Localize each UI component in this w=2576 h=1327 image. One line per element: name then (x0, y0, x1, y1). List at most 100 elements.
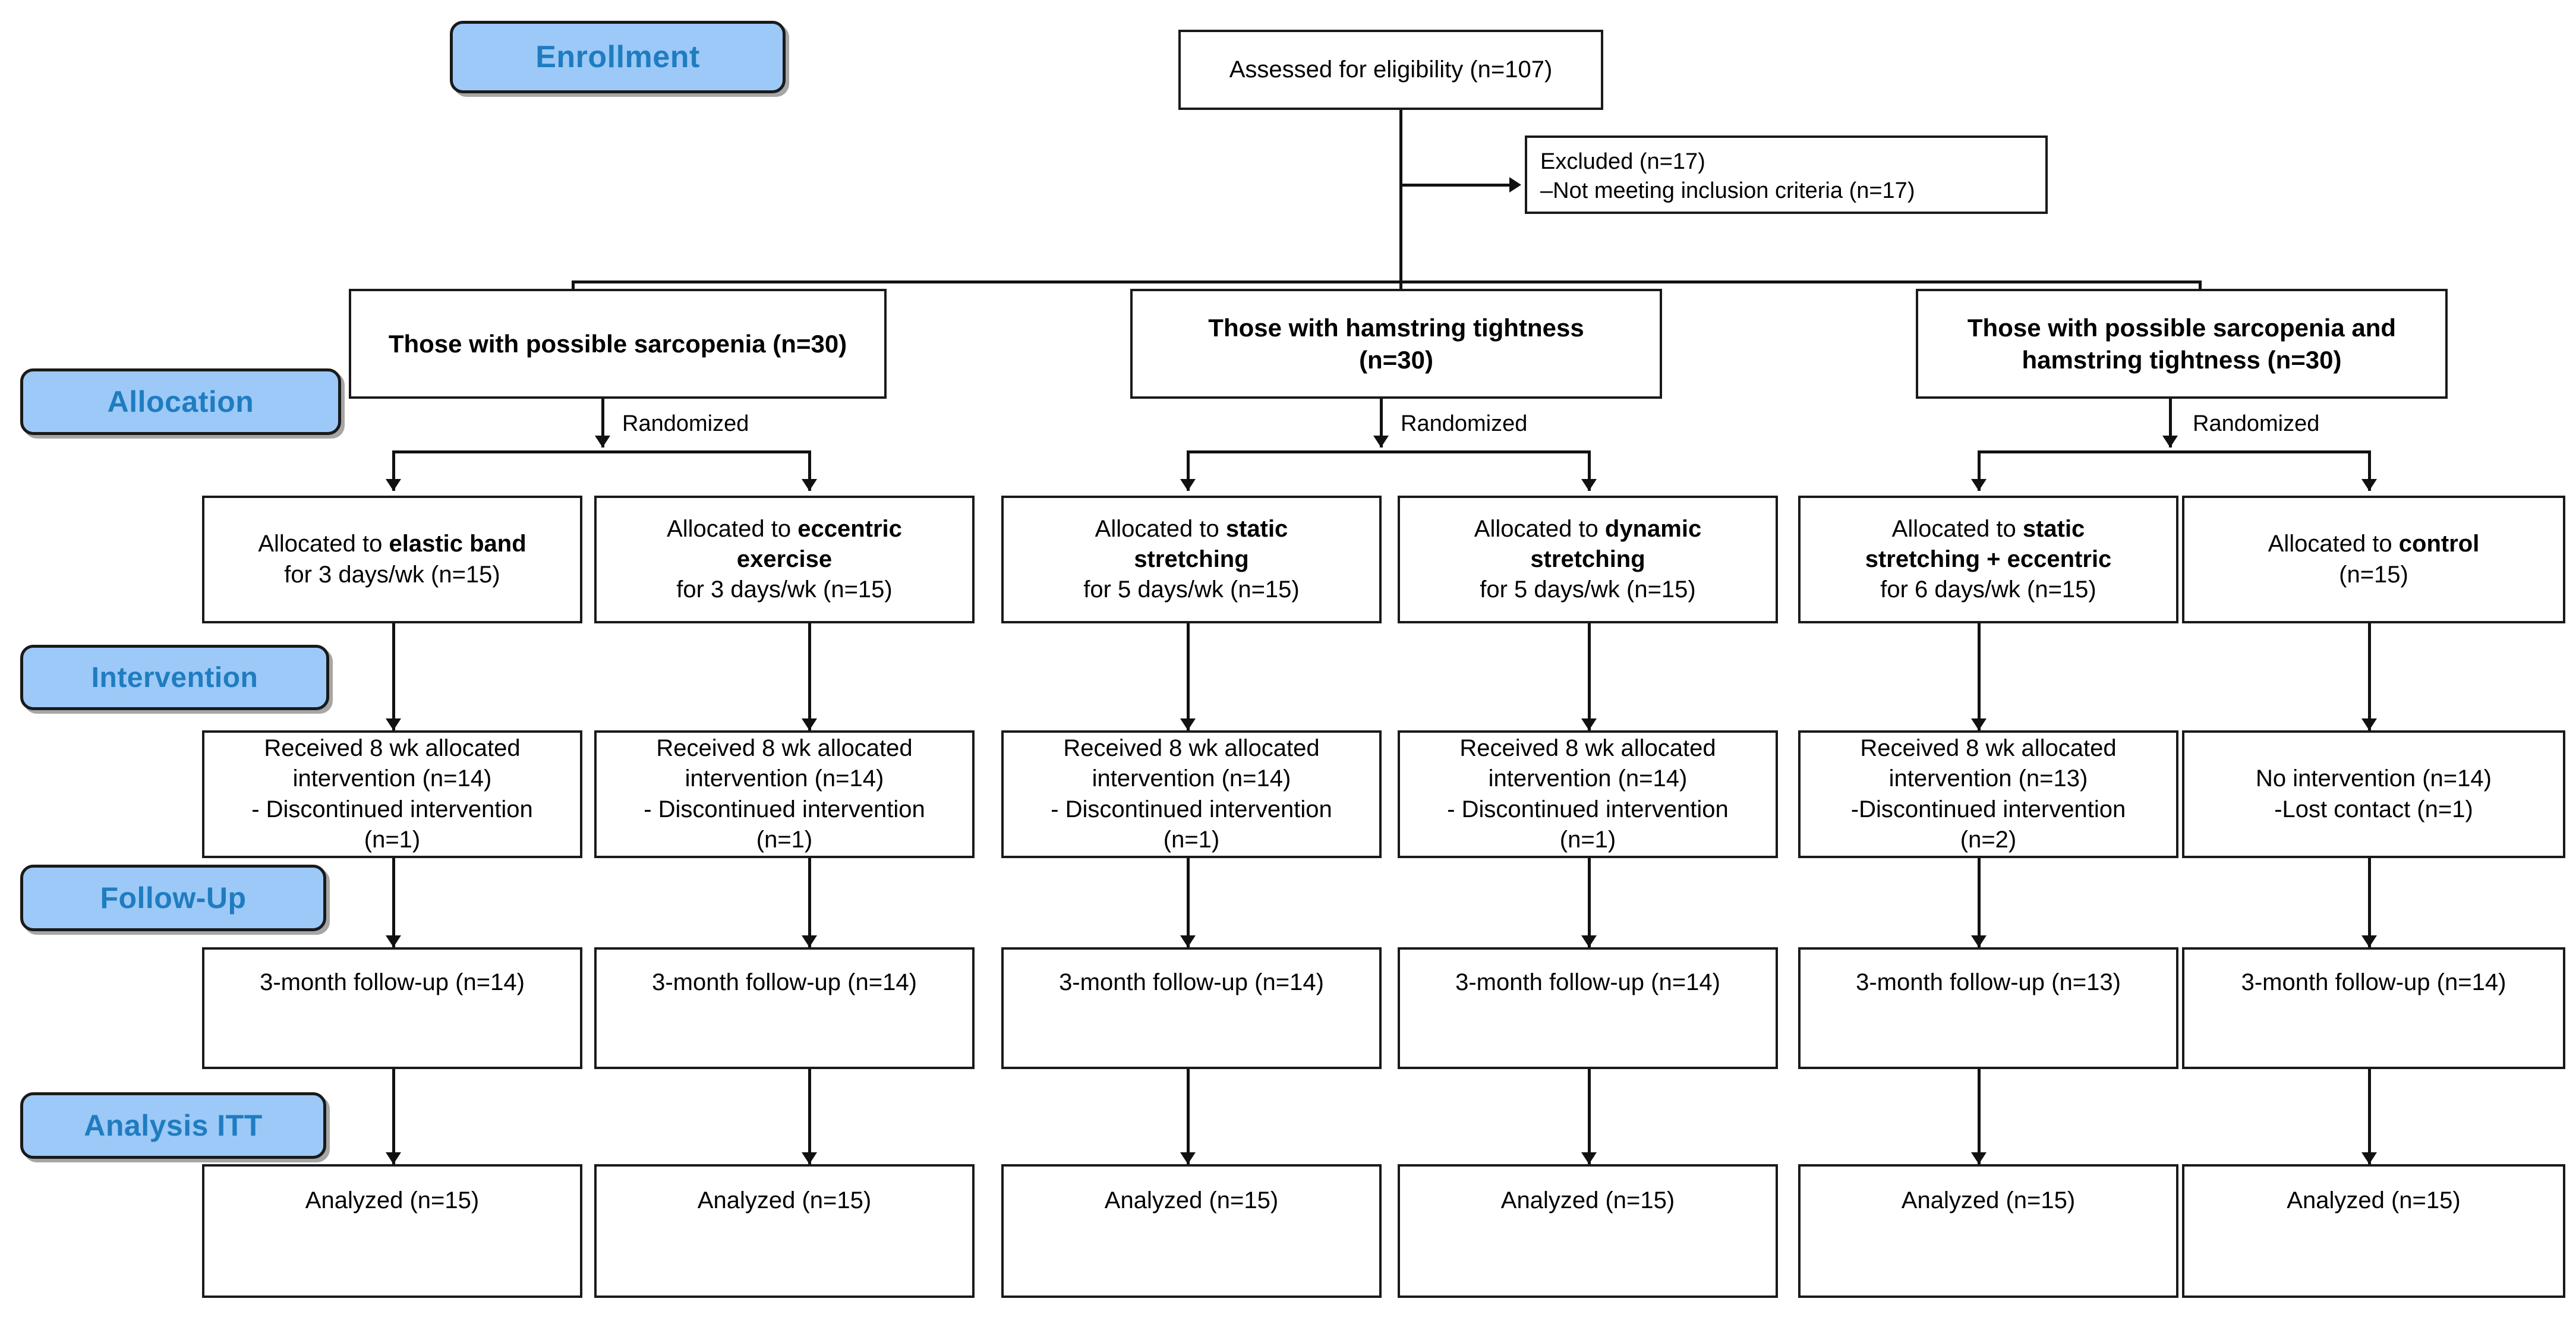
received-box-static-stretching: Received 8 wk allocated intervention (n=… (1001, 730, 1382, 858)
allocated-box-eccentric-exercise: Allocated to eccentric exercise for 3 da… (594, 496, 975, 623)
connector-alloc-to-received-1-arrow (386, 718, 401, 730)
allocated-control-suffix: (n=15) (2339, 561, 2408, 588)
assessed-for-eligibility-box: Assessed for eligibility (n=107) (1178, 30, 1603, 110)
connector-alloc-to-received-2-arrow (802, 718, 817, 730)
received-control-line1: No intervention (n=14) (2256, 765, 2492, 792)
followup-control-text: 3-month follow-up (n=14) (2241, 969, 2506, 995)
group-both-line2: hamstring tightness (n=30) (2022, 345, 2342, 374)
randomize3-bar (1978, 450, 2371, 453)
allocated-combo-suffix: for 6 days/wk (n=15) (1880, 576, 2096, 603)
randomize1-label: Randomized (622, 411, 749, 436)
connector-received-to-followup-3 (1187, 858, 1190, 947)
randomize3-right-arrow (2361, 479, 2377, 491)
received-static-line3: - Discontinued intervention (1051, 796, 1332, 822)
connector-followup-to-analyzed-1-arrow (386, 1152, 401, 1164)
stage-badge-allocation-label: Allocation (107, 385, 254, 418)
randomize1-stem (601, 399, 604, 447)
received-box-dynamic-stretching: Received 8 wk allocated intervention (n=… (1398, 730, 1778, 858)
received-dynamic-line3: - Discontinued intervention (1447, 796, 1729, 822)
allocated-box-dynamic-stretching: Allocated to dynamic stretching for 5 da… (1398, 496, 1778, 623)
stage-badge-enrollment: Enrollment (450, 21, 786, 93)
randomize2-left-arrow (1180, 479, 1196, 491)
group-box-sarcopenia: Those with possible sarcopenia (n=30) (349, 289, 887, 399)
excluded-reason-text: –Not meeting inclusion criteria (n=17) (1540, 178, 1915, 203)
allocated-elastic-band-prefix: Allocated to (258, 531, 389, 557)
connector-to-excluded (1399, 184, 1512, 187)
allocated-dynamic-suffix: for 5 days/wk (n=15) (1480, 576, 1696, 603)
received-box-static-plus-eccentric: Received 8 wk allocated intervention (n=… (1798, 730, 2178, 858)
analyzed-box-dynamic-stretching: Analyzed (n=15) (1398, 1164, 1778, 1298)
randomize1-left-arrow (386, 479, 401, 491)
randomize3-left-drop (1978, 450, 1981, 491)
stage-badge-analysis-label: Analysis ITT (84, 1109, 263, 1142)
stage-badge-intervention: Intervention (20, 645, 329, 710)
received-static-line4: (n=1) (1163, 826, 1220, 853)
analyzed-elastic-text: Analyzed (n=15) (305, 1187, 480, 1213)
connector-received-to-followup-4-arrow (1581, 935, 1597, 947)
randomize3-label: Randomized (2193, 411, 2320, 436)
randomize1-stem-arrow (595, 436, 610, 447)
group-hamstring-line2: (n=30) (1359, 345, 1433, 374)
connector-followup-to-analyzed-3-arrow (1180, 1152, 1196, 1164)
received-dynamic-line2: intervention (n=14) (1488, 765, 1688, 792)
followup-eccentric-text: 3-month follow-up (n=14) (652, 969, 917, 995)
connector-group-split-bar (572, 280, 2201, 283)
connector-to-excluded-arrow (1509, 177, 1521, 193)
connector-received-to-followup-1-arrow (386, 935, 401, 947)
received-box-control: No intervention (n=14) -Lost contact (n=… (2182, 730, 2565, 858)
analyzed-box-elastic-band: Analyzed (n=15) (202, 1164, 582, 1298)
connector-assessed-down (1399, 110, 1402, 282)
allocated-eccentric-suffix: for 3 days/wk (n=15) (676, 576, 893, 603)
connector-followup-to-analyzed-5 (1978, 1069, 1981, 1164)
received-combo-line3: -Discontinued intervention (1850, 796, 2126, 822)
followup-box-static-plus-eccentric: 3-month follow-up (n=13) (1798, 947, 2178, 1069)
connector-alloc-to-received-5 (1978, 623, 1981, 730)
allocated-combo-bold2: stretching + eccentric (1865, 546, 2112, 572)
received-combo-line4: (n=2) (1960, 826, 2017, 853)
connector-received-to-followup-5 (1978, 858, 1981, 947)
received-eccentric-line3: - Discontinued intervention (644, 796, 925, 822)
connector-alloc-to-received-3 (1187, 623, 1190, 730)
analyzed-dynamic-text: Analyzed (n=15) (1500, 1187, 1675, 1213)
connector-alloc-to-received-3-arrow (1180, 718, 1196, 730)
assessed-for-eligibility-text: Assessed for eligibility (n=107) (1229, 56, 1553, 83)
followup-box-elastic-band: 3-month follow-up (n=14) (202, 947, 582, 1069)
randomize2-right-drop (1588, 450, 1591, 491)
connector-received-to-followup-6-arrow (2361, 935, 2377, 947)
received-dynamic-line4: (n=1) (1559, 826, 1616, 853)
connector-alloc-to-received-6 (2368, 623, 2371, 730)
randomize2-left-drop (1187, 450, 1190, 491)
received-static-line1: Received 8 wk allocated (1063, 735, 1320, 762)
followup-box-eccentric-exercise: 3-month follow-up (n=14) (594, 947, 975, 1069)
connector-followup-to-analyzed-6-arrow (2361, 1152, 2377, 1164)
received-eccentric-line2: intervention (n=14) (685, 765, 884, 792)
received-elastic-line3: - Discontinued intervention (251, 796, 533, 822)
allocated-combo-bold: static (2022, 515, 2085, 542)
analyzed-control-text: Analyzed (n=15) (2287, 1187, 2461, 1213)
randomize1-right-drop (808, 450, 811, 491)
analyzed-box-static-stretching: Analyzed (n=15) (1001, 1164, 1382, 1298)
analyzed-combo-text: Analyzed (n=15) (1901, 1187, 2076, 1213)
received-dynamic-line1: Received 8 wk allocated (1459, 735, 1716, 762)
received-combo-line2: intervention (n=13) (1888, 765, 2088, 792)
connector-alloc-to-received-4 (1588, 623, 1591, 730)
allocated-static-bold2: stretching (1134, 546, 1249, 572)
followup-box-static-stretching: 3-month follow-up (n=14) (1001, 947, 1382, 1069)
randomize1-bar (392, 450, 811, 453)
received-combo-line1: Received 8 wk allocated (1860, 735, 2117, 762)
randomize3-left-arrow (1971, 479, 1987, 491)
connector-alloc-to-received-2 (808, 623, 811, 730)
analyzed-static-text: Analyzed (n=15) (1104, 1187, 1279, 1213)
stage-badge-allocation: Allocation (20, 368, 341, 435)
allocated-static-suffix: for 5 days/wk (n=15) (1083, 576, 1300, 603)
allocated-dynamic-bold2: stretching (1530, 546, 1645, 572)
allocated-static-prefix: Allocated to (1095, 515, 1226, 542)
allocated-box-elastic-band: Allocated to elastic band for 3 days/wk … (202, 496, 582, 623)
received-elastic-line1: Received 8 wk allocated (264, 735, 521, 762)
randomize1-left-drop (392, 450, 395, 491)
allocated-eccentric-bold2: exercise (736, 546, 833, 572)
allocated-eccentric-prefix: Allocated to (667, 515, 798, 542)
analyzed-box-control: Analyzed (n=15) (2182, 1164, 2565, 1298)
connector-followup-to-analyzed-4-arrow (1581, 1152, 1597, 1164)
allocated-dynamic-prefix: Allocated to (1474, 515, 1605, 542)
